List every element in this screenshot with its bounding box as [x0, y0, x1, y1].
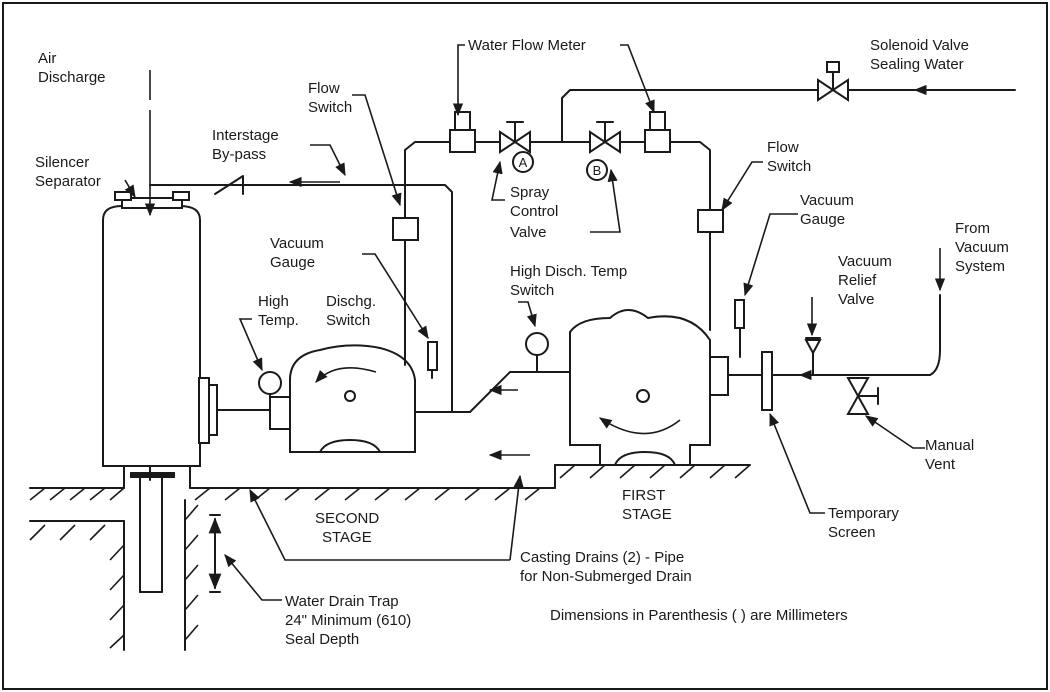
- interstage-bypass-label: Interstage By-pass: [212, 127, 283, 163]
- piping: [149, 61, 1016, 415]
- high-temp-gauge: [258, 371, 282, 411]
- leader-arrows: [124, 44, 1015, 601]
- first-stage-pump: [569, 299, 745, 466]
- air-discharge-label: Air Discharge: [38, 50, 106, 86]
- vacuum-gauge-right-label: Vacuum Gauge: [800, 192, 858, 228]
- water-flow-meter-label: Water Flow Meter: [468, 37, 586, 54]
- valve-b-marker: B: [586, 159, 608, 181]
- floor-foundation: [29, 464, 751, 651]
- manual-vent-label: Manual Vent: [925, 437, 978, 473]
- spray-control-valve-label: Spray Control Valve: [510, 184, 563, 241]
- silencer-separator-label: Silencer Separator: [35, 154, 101, 190]
- water-drain-trap: [130, 472, 222, 593]
- valve-b-label: B: [593, 163, 602, 178]
- dischg-switch-label: Dischg. Switch: [326, 293, 380, 329]
- second-stage-pump: [216, 341, 438, 453]
- high-disch-temp-switch-label: High Disch. Temp Switch: [510, 263, 631, 299]
- vacuum-gauge-left-label: Vacuum Gauge: [270, 235, 328, 271]
- text-labels: Air Discharge Silencer Separator Flow Sw…: [35, 37, 1013, 648]
- high-disch-temp-switch: [525, 332, 549, 373]
- vacuum-relief-valve-label: Vacuum Relief Valve: [838, 253, 896, 308]
- dimensions-note: Dimensions in Parenthesis ( ) are Millim…: [550, 607, 848, 624]
- water-drain-trap-label: Water Drain Trap 24" Minimum (610) Seal …: [285, 593, 415, 648]
- valve-a-marker: A: [512, 151, 534, 173]
- second-stage-label: SECOND STAGE: [315, 510, 383, 546]
- flow-switch-right-label: Flow Switch: [767, 139, 811, 175]
- from-vacuum-system-label: From Vacuum System: [955, 220, 1013, 275]
- temporary-screen-label: Temporary Screen: [828, 505, 903, 541]
- high-temp-label: High Temp.: [258, 293, 299, 329]
- silencer-separator-tank: [102, 191, 218, 481]
- flow-switch-left-label: Flow Switch: [308, 80, 352, 116]
- casting-drains-label: Casting Drains (2) - Pipe for Non-Submer…: [520, 549, 692, 585]
- first-stage-label: FIRST STAGE: [622, 487, 672, 523]
- solenoid-valve-label: Solenoid Valve Sealing Water: [870, 37, 973, 73]
- valve-a-label: A: [519, 155, 528, 170]
